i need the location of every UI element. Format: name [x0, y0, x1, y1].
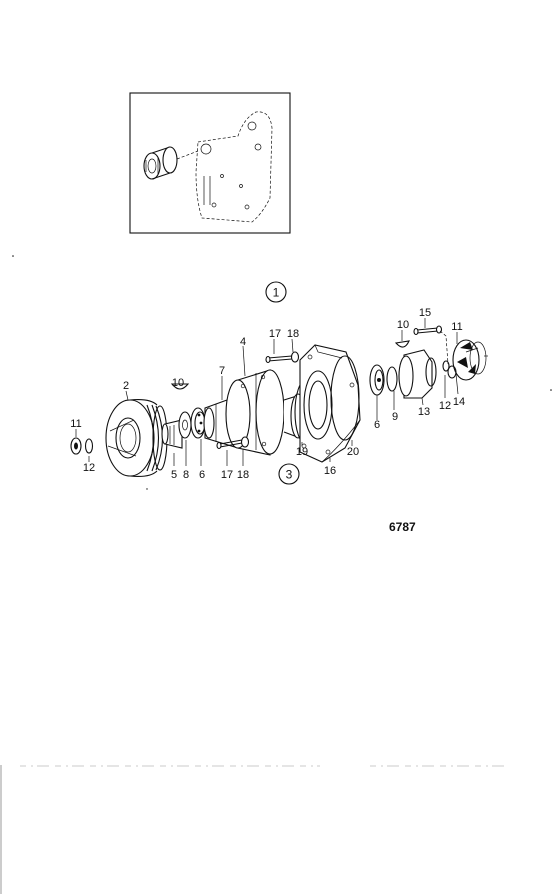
label-part-5: 5: [171, 469, 177, 481]
label-part-19: 19: [296, 446, 308, 458]
label-part-14: 14: [453, 396, 465, 408]
label-part-8: 8: [183, 469, 189, 481]
label-part-17-bottom: 17: [221, 469, 233, 481]
callout-circle-1: 1: [265, 281, 287, 303]
label-part-4: 4: [240, 336, 246, 348]
label-part-13: 13: [418, 406, 430, 418]
label-part-10-right: 10: [397, 319, 409, 331]
label-part-11-left: 11: [70, 418, 81, 430]
label-part-12-right: 12: [439, 400, 451, 412]
label-part-7: 7: [219, 365, 225, 377]
label-part-20: 20: [347, 446, 359, 458]
label-part-18-top: 18: [287, 328, 299, 340]
inset-location-view: [129, 92, 291, 234]
label-part-6-right: 6: [374, 419, 380, 431]
label-part-12-left: 12: [83, 462, 95, 474]
label-part-18-bottom: 18: [237, 469, 249, 481]
label-part-2: 2: [123, 380, 129, 392]
label-part-10-left: 10: [172, 377, 184, 389]
callout-3-text: 3: [286, 468, 293, 482]
label-part-9: 9: [392, 411, 398, 423]
label-part-17-top: 17: [269, 328, 281, 340]
label-part-6-left: 6: [199, 469, 205, 481]
callout-1-text: 1: [273, 286, 280, 300]
label-part-15: 15: [419, 307, 431, 319]
label-part-16: 16: [324, 465, 336, 477]
figure-number: 6787: [389, 520, 416, 534]
callout-circle-3: 3: [278, 463, 300, 485]
label-part-11-right: 11: [451, 321, 462, 333]
pump-assembly-drawing: 11 12 2 10 5 8 6 7 4 17 18 17 18 19 16 2…: [70, 307, 488, 481]
